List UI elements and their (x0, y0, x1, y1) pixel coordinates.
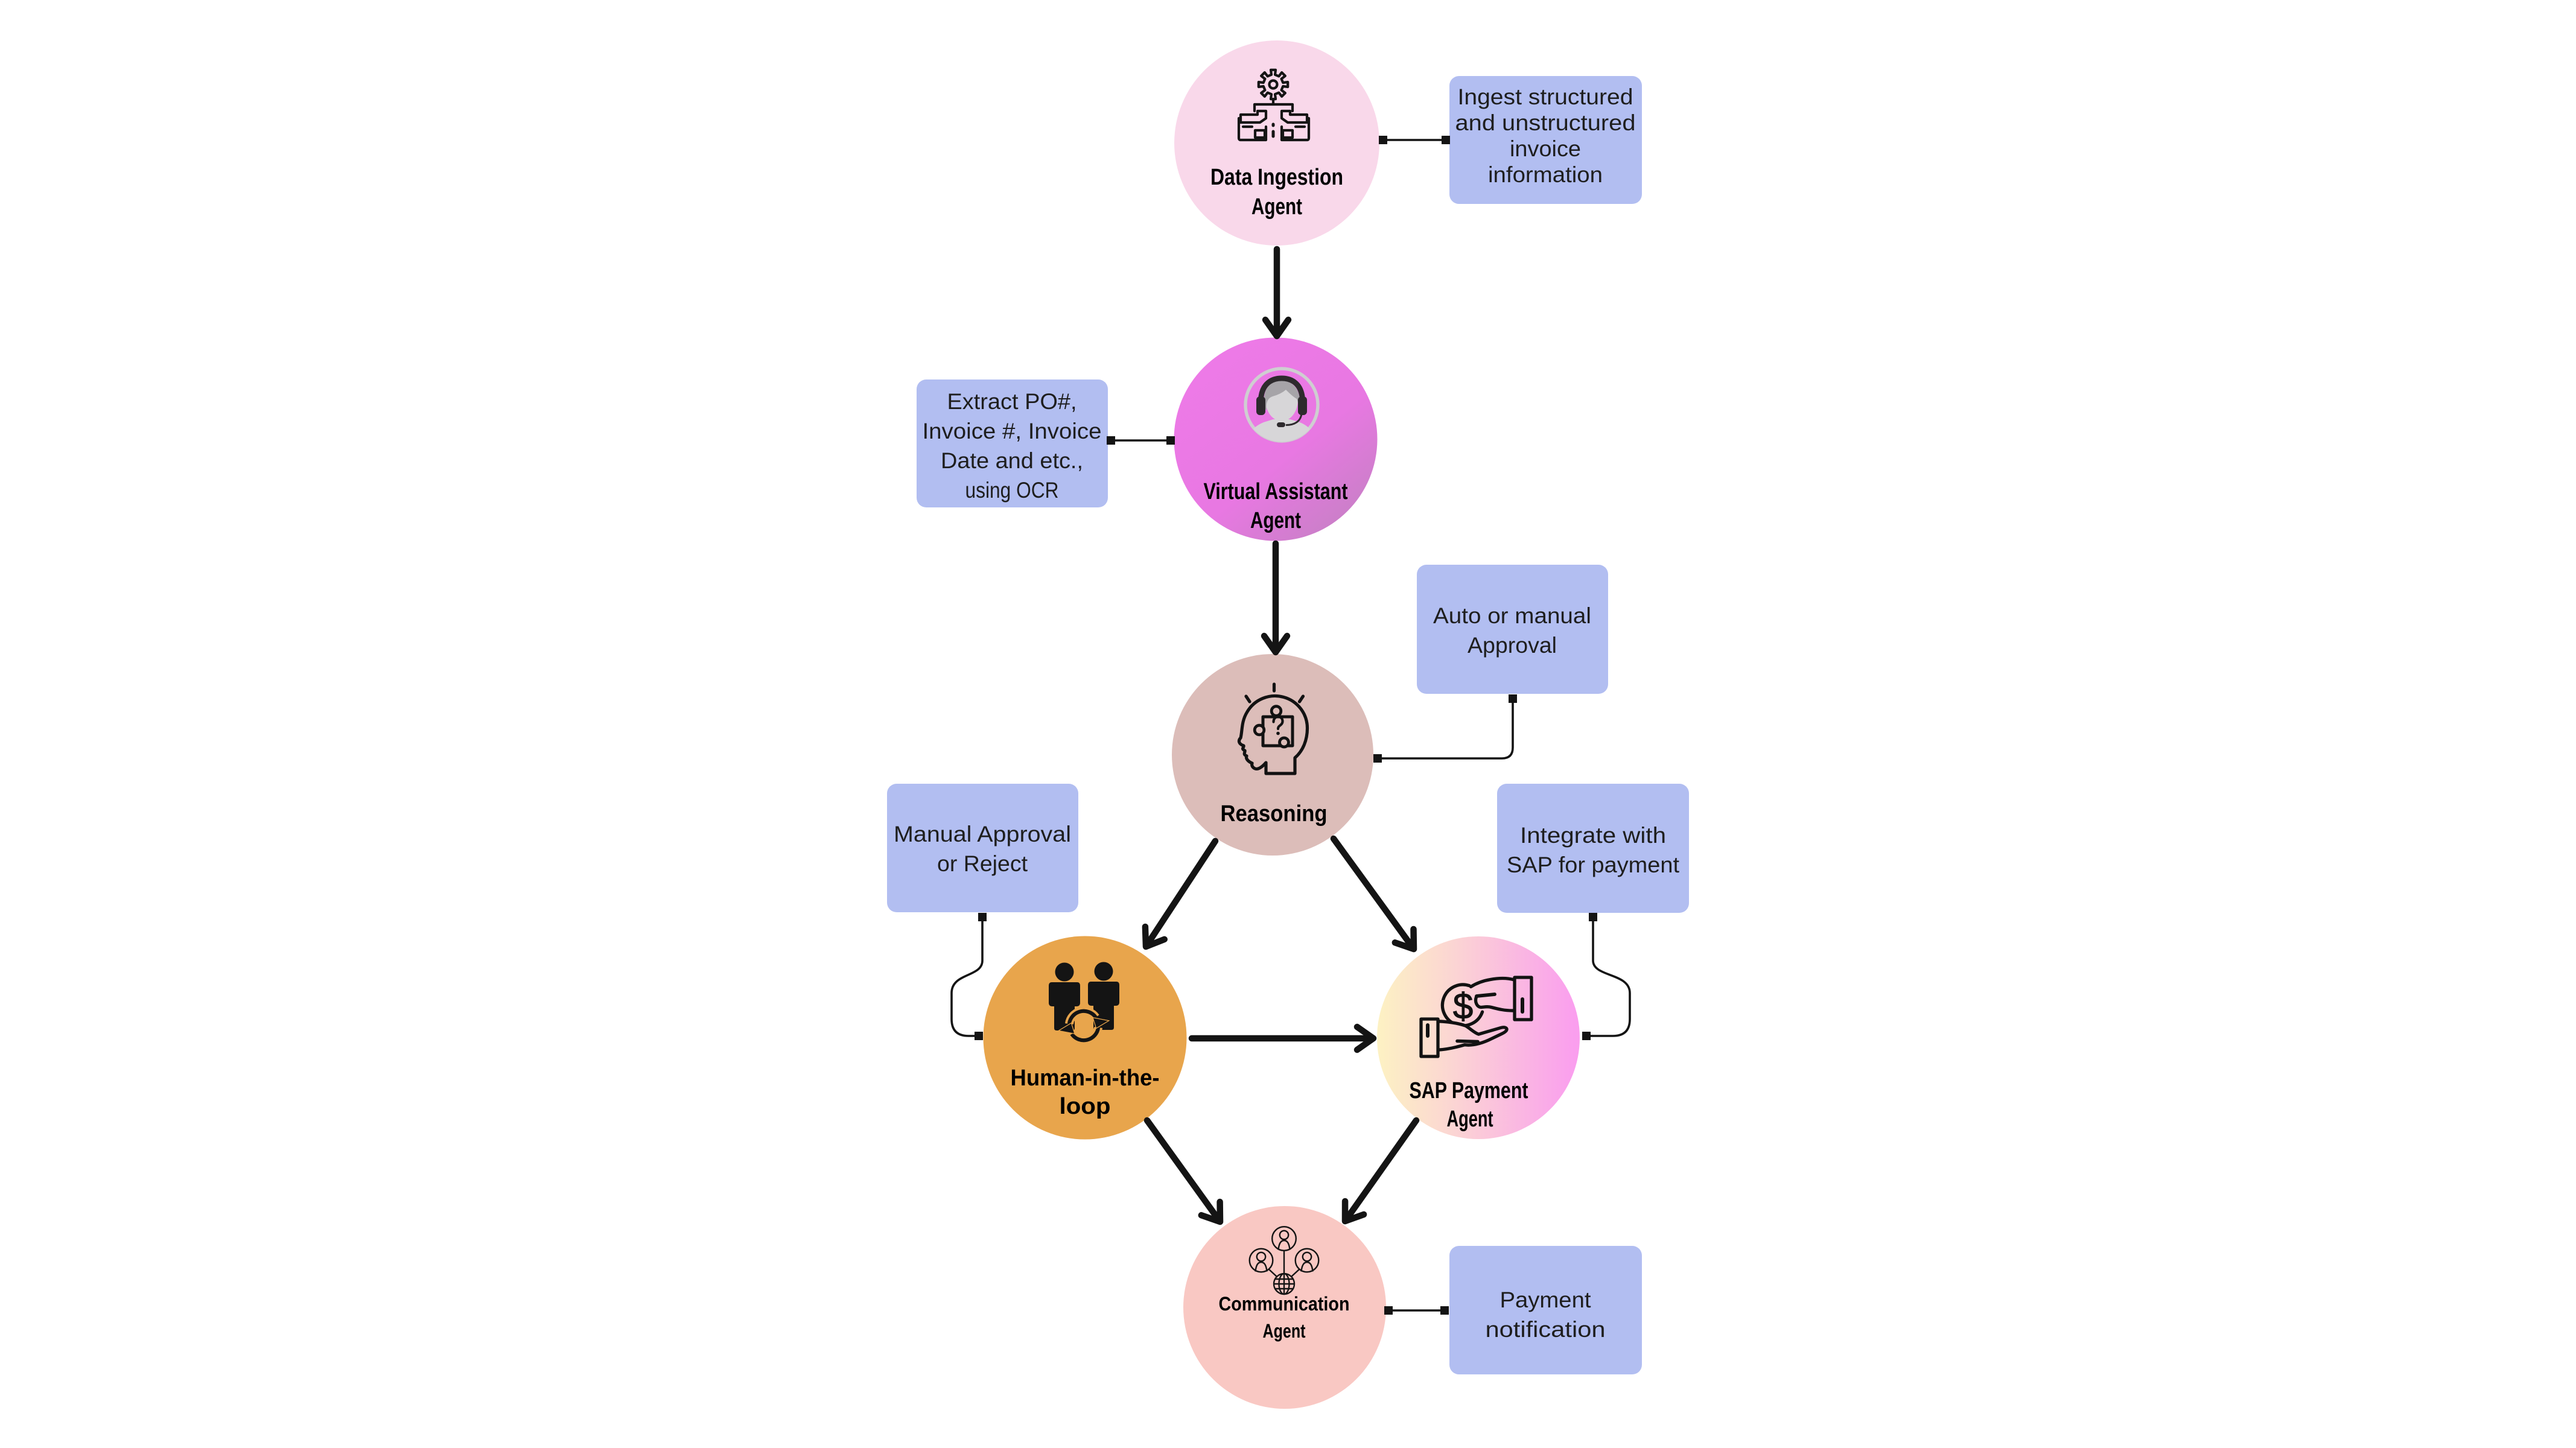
svg-text:Ingest structured: Ingest structured (1458, 84, 1633, 109)
svg-text:Human-in-the-: Human-in-the- (1011, 1065, 1160, 1091)
svg-text:or Reject: or Reject (937, 851, 1028, 876)
svg-text:Extract PO#,: Extract PO#, (947, 389, 1077, 414)
svg-text:Auto or manual: Auto or manual (1433, 603, 1591, 628)
svg-text:$: $ (1453, 986, 1473, 1026)
svg-text:SAP for payment: SAP for payment (1507, 853, 1680, 877)
svg-text:Virtual Assistant: Virtual Assistant (1204, 479, 1348, 504)
svg-text:using OCR: using OCR (965, 478, 1059, 503)
svg-text:Agent: Agent (1251, 194, 1302, 220)
svg-text:Manual Approval: Manual Approval (894, 822, 1071, 846)
svg-text:loop: loop (1060, 1094, 1111, 1119)
svg-text:and unstructured: and unstructured (1455, 110, 1636, 135)
svg-text:Reasoning: Reasoning (1221, 801, 1328, 827)
svg-text:SAP Payment: SAP Payment (1410, 1078, 1528, 1103)
svg-text:Invoice #, Invoice: Invoice #, Invoice (923, 419, 1102, 443)
svg-text:Communication: Communication (1219, 1293, 1350, 1315)
svg-text:Approval: Approval (1468, 633, 1557, 658)
svg-text:Agent: Agent (1263, 1320, 1306, 1342)
svg-text:Agent: Agent (1250, 508, 1301, 533)
svg-text:notification: notification (1486, 1317, 1606, 1342)
svg-text:Data Ingestion: Data Ingestion (1210, 165, 1343, 190)
svg-text:Integrate with: Integrate with (1520, 823, 1666, 848)
svg-text:Agent: Agent (1447, 1107, 1493, 1132)
svg-text:information: information (1488, 162, 1603, 187)
svg-text:Date and etc.,: Date and etc., (941, 448, 1083, 473)
svg-text:invoice: invoice (1510, 136, 1581, 161)
svg-text:Payment: Payment (1500, 1288, 1592, 1312)
